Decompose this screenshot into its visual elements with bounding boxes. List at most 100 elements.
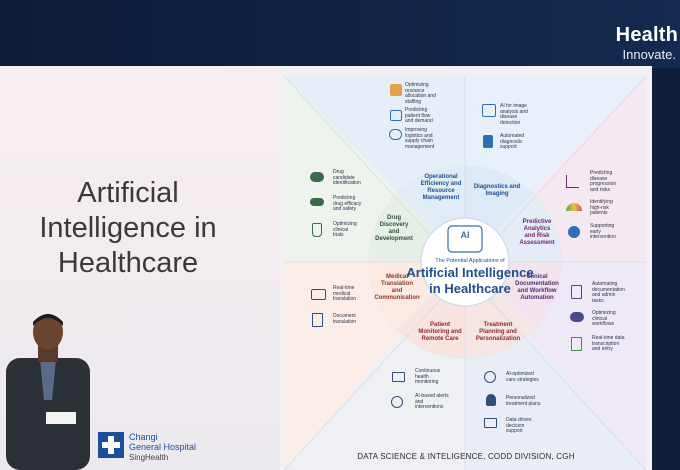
section-drug: Drug Discovery and Development: [368, 215, 420, 243]
section-label-line: Treatment: [483, 322, 513, 328]
caption-line: support: [506, 428, 523, 435]
caption-line: AI for image: [500, 103, 527, 109]
slide-title-line: Healthcare: [57, 247, 199, 279]
section-diagnostics: Diagnostics and Imaging: [469, 184, 525, 198]
section-operational: Operational Efficiency and Resource Mana…: [415, 174, 467, 202]
item-caption: Real-time data transcription and entry: [592, 335, 625, 353]
caption-line: Drug: [333, 169, 344, 175]
boxes-icon: [390, 84, 402, 96]
item-caption: Predicting patient flow and demand: [405, 107, 433, 125]
item-caption: Real-time medical translation: [333, 285, 356, 303]
item-caption: AI for image analysis and disease detect…: [500, 103, 528, 126]
hub-title-line: Artificial Intelligence: [406, 265, 534, 280]
item-caption: Drug candidate identification: [333, 169, 361, 187]
caption-line: patient flow: [405, 112, 431, 119]
presentation-icon: [484, 418, 497, 428]
caption-line: Real-time data: [592, 335, 625, 341]
caption-line: Continuous: [415, 368, 441, 374]
caption-line: and entry: [592, 346, 613, 353]
section-label-line: Communication: [374, 295, 420, 301]
section-monitoring: Patient Monitoring and Remote Care: [412, 322, 468, 343]
slide-title-line: Intelligence in: [39, 212, 217, 244]
caption-line: interventions: [415, 404, 444, 411]
document-icon: [571, 285, 582, 299]
caption-line: drug efficacy: [333, 200, 362, 207]
section-label-line: Discovery: [379, 222, 409, 228]
caption-line: treatment plans: [506, 400, 541, 407]
item-caption: Personalized treatment plans: [506, 395, 541, 407]
hub-title-line: in Healthcare: [429, 281, 511, 296]
section-label-line: Diagnostics and: [473, 184, 521, 190]
caption-line: support: [500, 144, 517, 151]
caption-line: early: [590, 228, 601, 235]
caption-line: trials: [333, 232, 344, 239]
caption-line: documentation: [592, 286, 625, 293]
caption-line: management: [405, 143, 435, 150]
section-label-line: Management: [422, 195, 460, 201]
caption-line: Optimizing: [333, 221, 357, 227]
caption-line: health: [415, 373, 429, 380]
caption-line: and admin: [592, 292, 616, 299]
section-predictive: Predictive Analytics and Risk Assessment: [513, 219, 561, 247]
section-label-line: Efficiency and: [420, 181, 462, 187]
caption-line: allocation and: [405, 93, 436, 100]
caption-line: logistics and: [405, 132, 433, 139]
section-label-line: and: [388, 229, 400, 235]
section-label-line: Patient: [429, 322, 450, 328]
caption-line: high-risk: [590, 204, 609, 211]
caption-line: identification: [333, 180, 361, 187]
presenter-figure: [6, 314, 90, 470]
top-banner: [0, 0, 680, 68]
monitor-icon: [392, 372, 405, 382]
item-caption: Identifying high-risk patients: [590, 199, 613, 217]
caption-line: diagnostic: [500, 138, 523, 145]
section-label-line: Assessment: [519, 240, 555, 246]
section-label-line: Imaging: [485, 191, 509, 197]
caption-line: Predicting: [590, 170, 613, 176]
hospital-logo: Changi General Hospital SingHealth: [98, 432, 208, 464]
item-caption: Data driven decision support: [506, 417, 532, 435]
caption-line: progression: [590, 181, 617, 188]
caption-line: resource: [405, 87, 425, 94]
logo-line: SingHealth: [129, 453, 169, 462]
section-label-line: and Risk: [524, 233, 550, 239]
item-caption: Optimizing clinical trials: [333, 221, 357, 239]
caption-line: Supporting: [590, 223, 615, 229]
caption-line: Optimizing: [592, 310, 616, 316]
caption-line: monitoring: [415, 379, 439, 386]
section-label-line: Personalization: [475, 336, 521, 342]
caption-line: supply chain: [405, 138, 433, 145]
section-label-line: Monitoring and: [418, 329, 462, 335]
section-documentation: Clinical Documentation and Workflow Auto…: [509, 274, 565, 302]
caption-line: tasks: [592, 297, 604, 304]
caption-line: AI-optimized: [506, 371, 534, 377]
caption-line: detection: [500, 119, 521, 126]
pill-hand-icon: [310, 198, 324, 206]
section-label-line: and Workflow: [517, 288, 557, 294]
section-label-line: Clinical: [526, 274, 548, 280]
item-caption: Predicting disease progression and risks: [590, 170, 617, 193]
caption-line: and demand: [405, 118, 433, 125]
brand-tagline: Innovate.: [622, 47, 677, 62]
image-scan-icon: [482, 104, 496, 117]
section-treatment: Treatment Planning and Personalization: [467, 322, 529, 343]
section-label-line: Analytics: [523, 226, 551, 232]
section-label-line: Medical: [385, 274, 408, 280]
caption-line: Automating: [592, 281, 618, 287]
caption-line: disease: [500, 114, 518, 121]
caption-line: staffing: [405, 98, 422, 105]
item-caption: AI-based alerts and interventions: [415, 393, 449, 411]
item-caption: Automating documentation and admin tasks: [592, 281, 625, 304]
caption-line: transcription: [592, 340, 620, 347]
caption-line: Identifying: [590, 199, 613, 205]
section-label-line: Translation: [380, 281, 413, 287]
people-network-icon: [570, 312, 584, 322]
section-translation: Medical Translation and Communication: [367, 274, 427, 302]
item-caption: Improving logistics and supply chain man…: [405, 127, 435, 150]
caption-line: AI-based alerts: [415, 393, 449, 399]
clipboard-icon: [571, 337, 582, 351]
slide-footer: DATA SCIENCE & INTELIGENCE, CODD DIVISIO…: [357, 452, 575, 461]
section-label-line: and: [391, 288, 403, 294]
item-caption: Continuous health monitoring: [415, 368, 441, 386]
item-caption: Automated diagnostic support: [500, 133, 524, 151]
